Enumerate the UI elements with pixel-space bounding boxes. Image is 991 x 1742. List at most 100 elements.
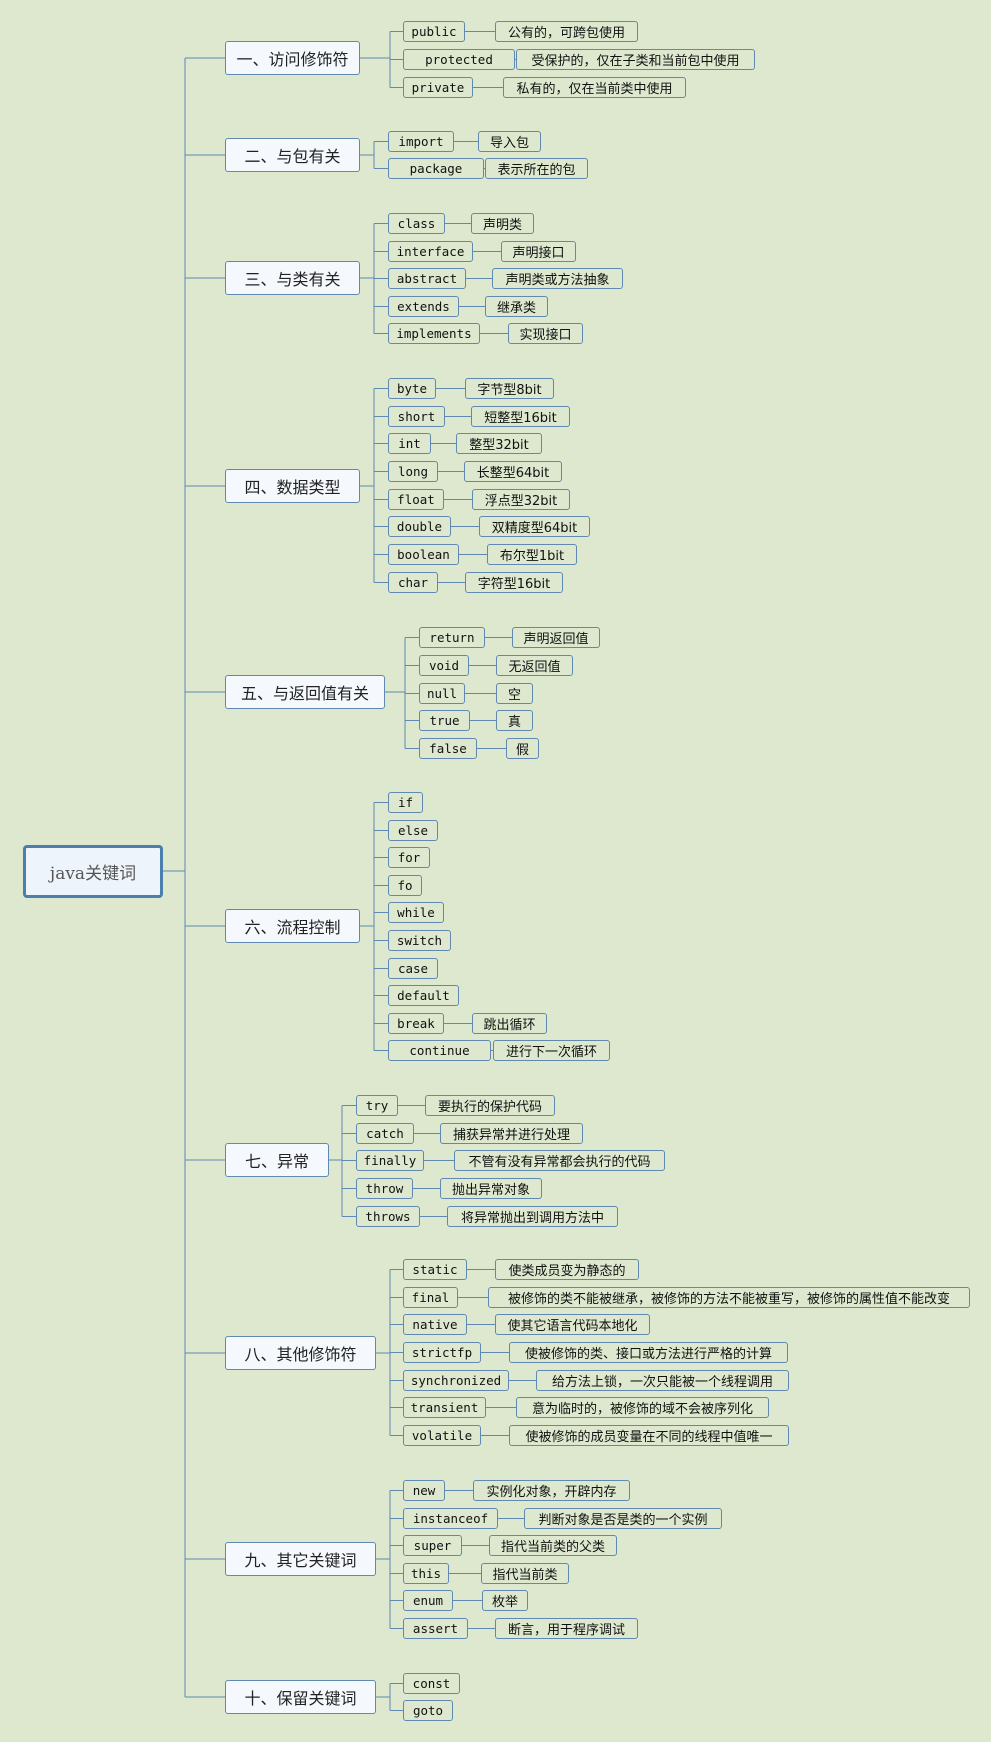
category-node[interactable]: 十、保留关键词 [225,1680,376,1714]
description-node[interactable]: 要执行的保护代码 [425,1095,555,1116]
keyword-node[interactable]: class [388,213,445,234]
keyword-node[interactable]: goto [403,1700,453,1721]
keyword-node[interactable]: new [403,1480,445,1501]
description-node[interactable]: 进行下一次循环 [493,1040,610,1061]
description-node[interactable]: 意为临时的，被修饰的域不会被序列化 [516,1397,769,1418]
keyword-node[interactable]: protected [403,49,515,70]
keyword-node[interactable]: throws [356,1206,420,1227]
description-node[interactable]: 指代当前类的父类 [489,1535,617,1556]
description-node[interactable]: 使被修饰的成员变量在不同的线程中值唯一 [509,1425,789,1446]
keyword-node[interactable]: interface [388,241,473,262]
keyword-node[interactable]: case [388,958,438,979]
category-node[interactable]: 五、与返回值有关 [225,675,385,709]
keyword-node[interactable]: long [388,461,438,482]
keyword-node[interactable]: switch [388,930,451,951]
root-node[interactable]: java关键词 [23,845,163,898]
keyword-node[interactable]: public [403,21,465,42]
description-node[interactable]: 使被修饰的类、接口或方法进行严格的计算 [509,1342,788,1363]
description-node[interactable]: 抛出异常对象 [440,1178,542,1199]
keyword-node[interactable]: fo [388,875,422,896]
description-node[interactable]: 不管有没有异常都会执行的代码 [454,1150,665,1171]
keyword-node[interactable]: const [403,1673,460,1694]
keyword-node[interactable]: private [403,77,473,98]
keyword-node[interactable]: final [403,1287,458,1308]
description-node[interactable]: 被修饰的类不能被继承，被修饰的方法不能被重写，被修饰的属性值不能改变 [488,1287,970,1308]
description-node[interactable]: 枚举 [482,1590,528,1611]
keyword-node[interactable]: true [419,710,470,731]
keyword-node[interactable]: synchronized [403,1370,509,1391]
keyword-node[interactable]: try [356,1095,398,1116]
description-node[interactable]: 短整型16bit [471,406,570,427]
keyword-node[interactable]: catch [356,1123,414,1144]
description-node[interactable]: 指代当前类 [481,1563,569,1584]
keyword-node[interactable]: short [388,406,445,427]
keyword-node[interactable]: continue [388,1040,491,1061]
keyword-node[interactable]: if [388,792,423,813]
keyword-node[interactable]: transient [403,1397,486,1418]
category-node[interactable]: 二、与包有关 [225,138,360,172]
keyword-node[interactable]: super [403,1535,462,1556]
keyword-node[interactable]: default [388,985,459,1006]
description-node[interactable]: 真 [496,710,533,731]
keyword-node[interactable]: volatile [403,1425,481,1446]
description-node[interactable]: 声明返回值 [512,627,600,648]
keyword-node[interactable]: byte [388,378,436,399]
description-node[interactable]: 声明类 [471,213,534,234]
keyword-node[interactable]: void [419,655,469,676]
description-node[interactable]: 私有的，仅在当前类中使用 [503,77,686,98]
description-node[interactable]: 布尔型1bit [487,544,577,565]
description-node[interactable]: 整型32bit [456,433,542,454]
keyword-node[interactable]: while [388,902,444,923]
category-node[interactable]: 七、异常 [225,1143,329,1177]
description-node[interactable]: 使类成员变为静态的 [495,1259,639,1280]
keyword-node[interactable]: double [388,516,451,537]
description-node[interactable]: 字节型8bit [465,378,554,399]
description-node[interactable]: 导入包 [478,131,541,152]
description-node[interactable]: 声明类或方法抽象 [492,268,623,289]
description-node[interactable]: 无返回值 [496,655,573,676]
description-node[interactable]: 浮点型32bit [472,489,570,510]
keyword-node[interactable]: finally [356,1150,424,1171]
description-node[interactable]: 判断对象是否是类的一个实例 [524,1508,722,1529]
description-node[interactable]: 继承类 [485,296,548,317]
category-node[interactable]: 六、流程控制 [225,909,360,943]
keyword-node[interactable]: assert [403,1618,468,1639]
keyword-node[interactable]: strictfp [403,1342,481,1363]
category-node[interactable]: 八、其他修饰符 [225,1336,376,1370]
keyword-node[interactable]: enum [403,1590,453,1611]
keyword-node[interactable]: char [388,572,438,593]
keyword-node[interactable]: float [388,489,444,510]
category-node[interactable]: 九、其它关键词 [225,1542,376,1576]
description-node[interactable]: 将异常抛出到调用方法中 [447,1206,618,1227]
keyword-node[interactable]: break [388,1013,444,1034]
description-node[interactable]: 捕获异常并进行处理 [440,1123,583,1144]
keyword-node[interactable]: null [419,683,465,704]
description-node[interactable]: 双精度型64bit [479,516,590,537]
keyword-node[interactable]: import [388,131,454,152]
keyword-node[interactable]: false [419,738,477,759]
keyword-node[interactable]: else [388,820,438,841]
description-node[interactable]: 声明接口 [501,241,576,262]
category-node[interactable]: 一、访问修饰符 [225,41,360,75]
description-node[interactable]: 公有的，可跨包使用 [495,21,638,42]
keyword-node[interactable]: extends [388,296,459,317]
description-node[interactable]: 字符型16bit [465,572,563,593]
keyword-node[interactable]: boolean [388,544,459,565]
description-node[interactable]: 使其它语言代码本地化 [495,1314,650,1335]
description-node[interactable]: 断言，用于程序调试 [495,1618,638,1639]
category-node[interactable]: 三、与类有关 [225,261,360,295]
description-node[interactable]: 实例化对象，开辟内存 [473,1480,630,1501]
description-node[interactable]: 受保护的，仅在子类和当前包中使用 [516,49,755,70]
keyword-node[interactable]: int [388,433,431,454]
keyword-node[interactable]: return [419,627,485,648]
keyword-node[interactable]: for [388,847,430,868]
description-node[interactable]: 空 [496,683,533,704]
description-node[interactable]: 跳出循环 [472,1013,547,1034]
keyword-node[interactable]: package [388,158,484,179]
keyword-node[interactable]: static [403,1259,467,1280]
description-node[interactable]: 表示所在的包 [485,158,588,179]
keyword-node[interactable]: abstract [388,268,466,289]
description-node[interactable]: 假 [506,738,539,759]
keyword-node[interactable]: native [403,1314,467,1335]
category-node[interactable]: 四、数据类型 [225,469,360,503]
